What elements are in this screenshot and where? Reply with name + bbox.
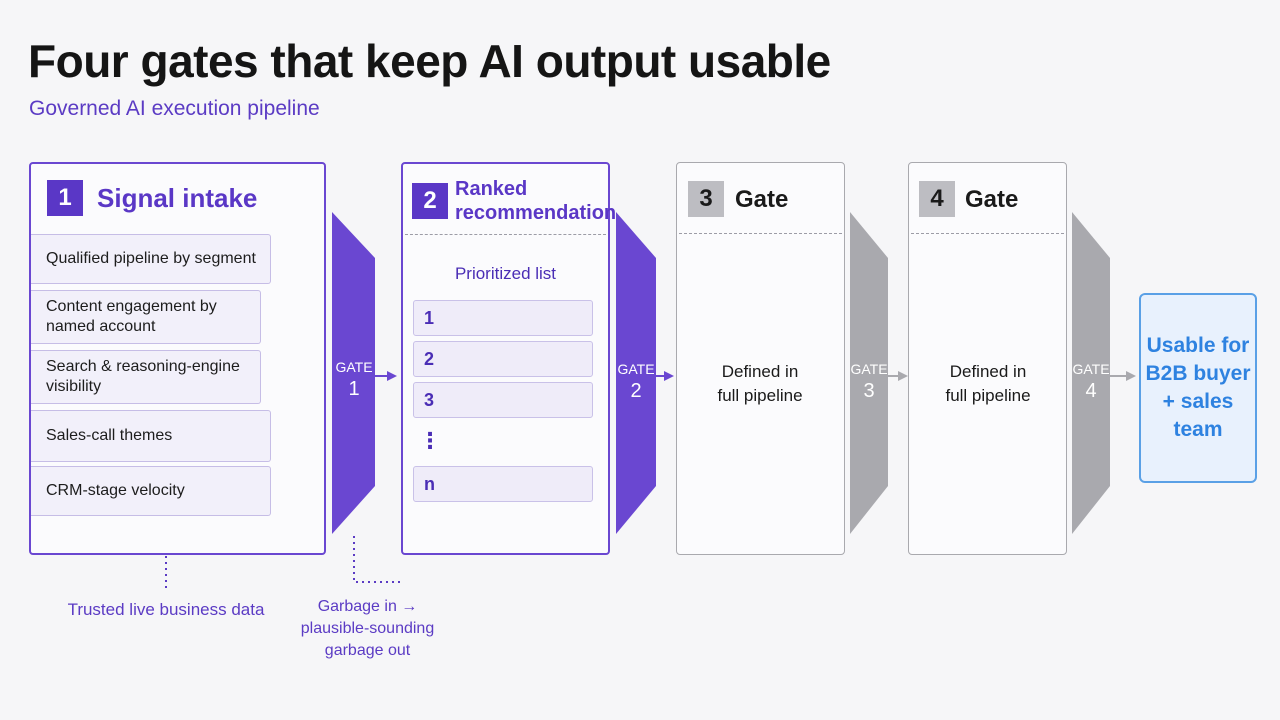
stage-title: Ranked recommendation [455, 178, 617, 224]
signal-item: CRM-stage velocity [31, 466, 271, 516]
list-item: 2 [413, 341, 593, 377]
list-item: n [413, 466, 593, 502]
garbage-note: Garbage in → plausible-sounding garbage … [300, 598, 435, 659]
stage-gate-3: 3 Gate Defined in full pipeline [676, 162, 845, 555]
signal-item: Sales-call themes [31, 410, 271, 462]
gate-number: 4 [1085, 380, 1097, 402]
gate-1-label: GATE 1 [333, 356, 375, 400]
final-output-text: Usable for B2B buyer + sales team [1145, 334, 1251, 441]
stage-number-badge: 4 [919, 181, 955, 217]
gate-number: 3 [863, 380, 875, 402]
prioritized-list-title: Prioritized list [454, 264, 557, 283]
stage-divider [911, 233, 1064, 234]
gate-2-label: GATE 2 [616, 358, 656, 402]
stage-divider [405, 234, 606, 235]
stage-title: Gate [735, 186, 789, 213]
list-item: 3 [413, 382, 593, 418]
stage-title: Signal intake [97, 183, 258, 213]
gate-number: 2 [630, 380, 642, 402]
gate-number: 1 [348, 378, 360, 400]
gate-3-label: GATE 3 [850, 358, 888, 402]
gate-4-shape [1072, 212, 1110, 534]
gate-4-label: GATE 4 [1072, 358, 1110, 402]
stage-signal-intake: 1 Signal intake Qualified pipeline by se… [29, 162, 326, 555]
gate-2-shape [616, 212, 656, 534]
stage-gate-4: 4 Gate Defined in full pipeline [908, 162, 1067, 555]
page-subtitle: Governed AI execution pipeline [29, 97, 320, 120]
gate-word: GATE [335, 359, 373, 375]
garbage-leader [353, 536, 400, 583]
signal-item: Content engagement by named account [31, 290, 261, 344]
placeholder-text: Defined in full pipeline [717, 362, 803, 405]
stage-number-badge: 1 [47, 180, 83, 216]
stage-number-badge: 2 [412, 183, 448, 219]
gate-word: GATE [617, 361, 655, 377]
gate-1-shape [332, 212, 375, 534]
page-title: Four gates that keep AI output usable [28, 35, 831, 87]
gate-word: GATE [1072, 361, 1110, 377]
gate-3-shape [850, 212, 888, 534]
stage-number-badge: 3 [688, 181, 724, 217]
signal-item: Search & reasoning-engine visibility [31, 350, 261, 404]
signal-item: Qualified pipeline by segment [31, 234, 271, 284]
final-output-box: Usable for B2B buyer + sales team [1139, 293, 1257, 483]
placeholder-text: Defined in full pipeline [945, 362, 1031, 405]
stage-divider [679, 233, 842, 234]
trusted-data-note: Trusted live business data [67, 600, 265, 619]
stage-title: Gate [965, 186, 1019, 213]
gate-word: GATE [850, 361, 888, 377]
list-ellipsis-icon: ⋮ [419, 428, 441, 453]
list-item: 1 [413, 300, 593, 336]
stage-ranked-recommendation: 2 Ranked recommendation Prioritized list… [401, 162, 617, 555]
